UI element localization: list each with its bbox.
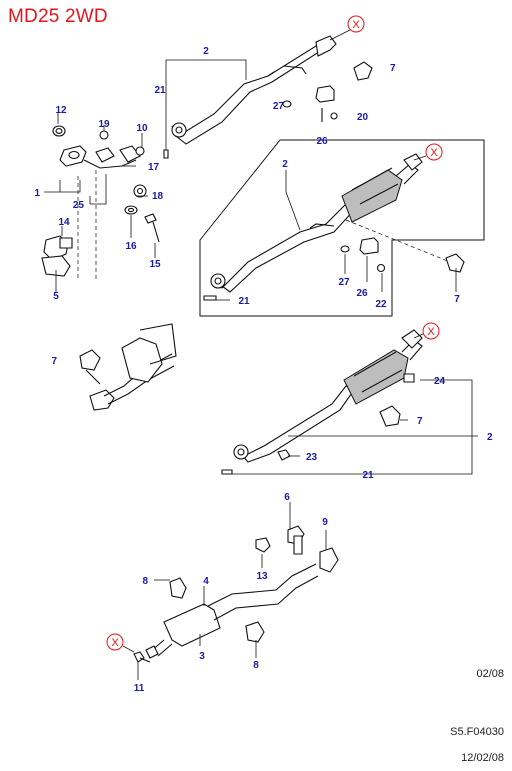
callout-21: 21: [154, 85, 166, 96]
svg-text:X: X: [430, 147, 438, 159]
not-supplied-marker-3: X: [413, 322, 440, 340]
callout-7-muffler: 7: [51, 356, 57, 367]
callout-15: 15: [149, 259, 161, 270]
callout-26: 26: [316, 136, 328, 147]
callout-5: 5: [53, 291, 59, 302]
callout-27-boxed: 27: [338, 277, 350, 288]
callout-19: 19: [98, 119, 110, 130]
callout-23: 23: [306, 452, 318, 463]
front-pipe-top: [163, 35, 373, 159]
callout-16: 16: [125, 241, 137, 252]
callout-13: 13: [256, 571, 268, 582]
svg-text:X: X: [427, 326, 435, 338]
callout-17: 17: [148, 162, 160, 173]
callout-24: 24: [434, 376, 446, 387]
not-supplied-marker-2: X: [413, 143, 443, 161]
callout-8: 8: [142, 576, 148, 587]
callout-3: 3: [199, 651, 205, 662]
callout-1: 1: [34, 188, 40, 199]
svg-text:X: X: [352, 19, 360, 31]
footer-drawing-code: S5.F04030: [450, 726, 504, 738]
svg-text:X: X: [111, 637, 119, 649]
callout-6: 6: [284, 492, 290, 503]
callout-10: 10: [136, 123, 148, 134]
callout-21-boxed: 21: [238, 296, 250, 307]
callout-14: 14: [58, 217, 70, 228]
callout-18: 18: [152, 191, 164, 202]
callout-22: 22: [375, 299, 387, 310]
not-supplied-marker-4: X: [106, 633, 135, 653]
rear-muffler-assembly: [133, 502, 339, 680]
callout-7-boxed: 7: [454, 294, 460, 305]
callout-21-middle: 21: [362, 470, 374, 481]
callout-20: 20: [357, 112, 369, 123]
footer-date: 12/02/08: [461, 752, 504, 764]
callout-11: 11: [134, 683, 145, 694]
manifold-joint: [41, 113, 160, 292]
muffler-detail-left: [79, 323, 177, 411]
diagram-title: MD25 2WD: [8, 6, 108, 27]
callout-4: 4: [203, 576, 209, 587]
callout-25: 25: [73, 200, 85, 211]
callout-7: 7: [390, 63, 396, 74]
callout-27: 27: [273, 101, 285, 112]
not-supplied-marker-1: X: [329, 15, 365, 41]
footer-version: 02/08: [476, 668, 504, 680]
catalyst-pipe-middle: [221, 329, 478, 475]
callout-2-boxed: 2: [282, 159, 288, 170]
callout-9: 9: [322, 517, 328, 528]
callout-8-rear: 8: [253, 660, 259, 671]
catalyst-pipe-boxed: [199, 139, 485, 317]
callout-2-middle: 2: [487, 432, 493, 443]
callout-7-middle: 7: [417, 416, 423, 427]
callout-26-boxed: 26: [356, 288, 368, 299]
callout-12: 12: [55, 105, 67, 116]
callout-2: 2: [203, 46, 209, 57]
